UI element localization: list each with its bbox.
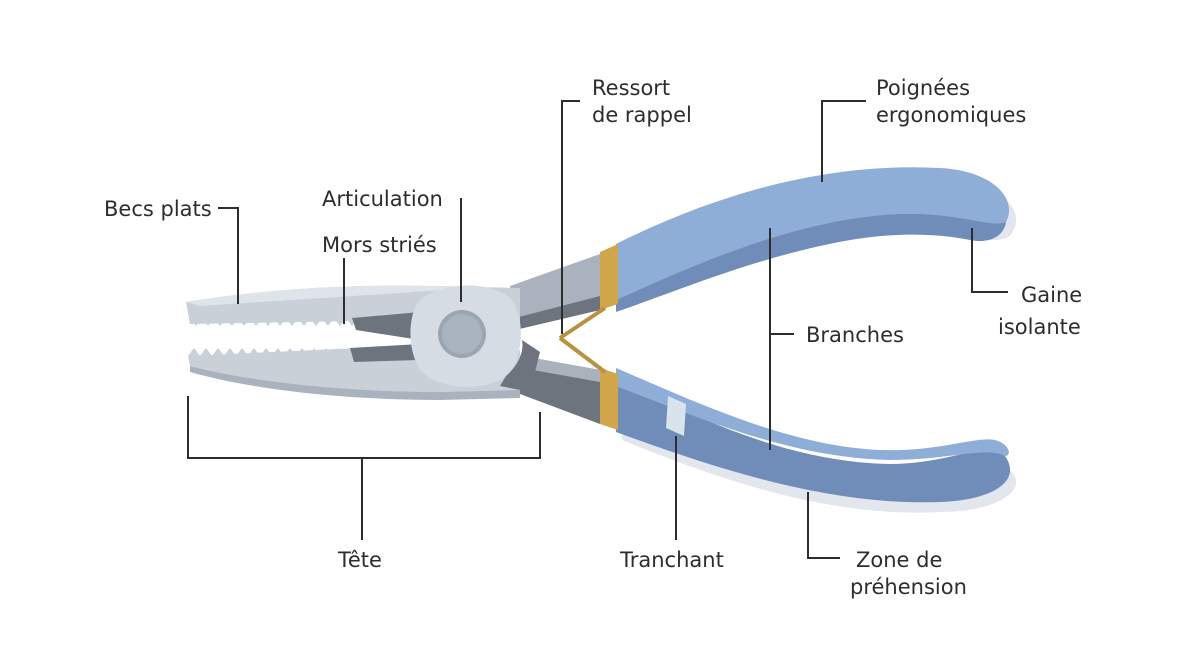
lower-jaw-underside	[190, 366, 520, 400]
upper-jaw-serrations	[190, 316, 406, 326]
label-poignees-line1: Poignées	[876, 76, 970, 100]
lower-handle	[616, 378, 1011, 503]
label-zone-line1: Zone de	[856, 548, 942, 572]
upper-jaw-groove	[352, 312, 420, 340]
upper-handle-underside	[616, 213, 1006, 312]
leader-tete-bracket	[187, 396, 541, 540]
return-spring	[558, 306, 607, 374]
labels: Becs plats Articulation Mors striés Ress…	[104, 76, 1082, 599]
label-ressort-line1: Ressort	[592, 76, 670, 100]
label-tranchant: Tranchant	[619, 548, 724, 572]
upper-shank-dark	[515, 296, 600, 330]
leader-lines	[187, 100, 1008, 559]
leader-poignees	[821, 100, 866, 182]
lower-handle-top	[616, 368, 1009, 460]
pliers-head	[186, 285, 540, 400]
spring-lower-arm	[558, 336, 607, 374]
handle-collars	[600, 244, 618, 430]
leader-branches	[769, 228, 794, 450]
lower-handle-highlight	[666, 396, 686, 436]
leader-becs-plats	[218, 207, 239, 304]
label-tete: Tête	[337, 548, 382, 572]
lower-jaw-serrations	[188, 348, 404, 356]
pivot-plate-shadow	[500, 340, 540, 392]
lower-collar	[600, 368, 618, 430]
label-gaine-line2: isolante	[998, 315, 1081, 339]
label-ressort-line2: de rappel	[592, 103, 692, 127]
lower-jaw-groove	[350, 344, 420, 362]
label-branches: Branches	[806, 323, 904, 347]
label-poignees-line2: ergonomiques	[876, 103, 1026, 127]
leader-gaine	[971, 228, 1008, 293]
leader-ressort	[561, 100, 580, 334]
label-mors-stries: Mors striés	[322, 233, 437, 257]
pliers-handles	[616, 167, 1017, 513]
leader-zone	[807, 492, 840, 559]
upper-handle	[616, 167, 1010, 300]
pivot-rivet-inner	[442, 314, 482, 354]
label-articulation: Articulation	[322, 187, 443, 211]
spring-upper-arm	[558, 306, 607, 340]
label-zone-line2: préhension	[850, 575, 967, 599]
label-gaine-line1: Gaine	[1021, 283, 1082, 307]
upper-jaw-top	[186, 285, 470, 306]
label-becs-plats: Becs plats	[104, 197, 212, 221]
upper-collar	[600, 244, 618, 310]
